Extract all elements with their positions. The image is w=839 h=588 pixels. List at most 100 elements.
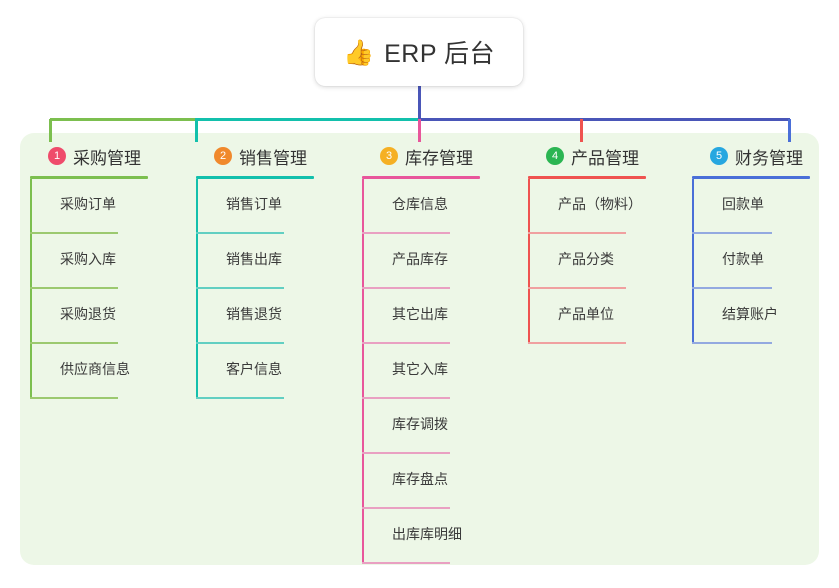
branch-item[interactable]: 库存盘点 xyxy=(362,454,480,509)
item-label: 仓库信息 xyxy=(392,195,448,212)
branch-item[interactable]: 库存调拨 xyxy=(362,399,480,454)
branch-item[interactable]: 产品库存 xyxy=(362,234,480,289)
branch-item[interactable]: 付款单 xyxy=(692,234,810,289)
branch-item[interactable]: 产品（物料） xyxy=(528,179,646,234)
branch-label: 采购管理 xyxy=(73,148,141,168)
item-label: 库存盘点 xyxy=(392,470,448,487)
branch-header-1[interactable]: 1 采购管理 xyxy=(30,143,148,169)
item-label: 回款单 xyxy=(722,195,764,212)
item-underline xyxy=(196,287,284,289)
item-label: 其它出库 xyxy=(392,305,448,322)
item-label: 采购退货 xyxy=(60,305,116,322)
branch-header-2[interactable]: 2 销售管理 xyxy=(196,143,314,169)
branch-number-badge: 1 xyxy=(48,147,66,165)
item-stem-line xyxy=(30,289,32,344)
item-stem-line xyxy=(196,289,198,344)
branch-column-4: 4 产品管理产品（物料） 产品分类产品单位 xyxy=(528,143,646,344)
branch-item[interactable]: 其它出库 xyxy=(362,289,480,344)
item-underline xyxy=(196,232,284,234)
item-underline xyxy=(692,287,772,289)
item-label: 产品库存 xyxy=(392,250,448,267)
branch-number-badge: 2 xyxy=(214,147,232,165)
item-label: 库存调拨 xyxy=(392,415,448,432)
item-underline xyxy=(528,232,626,234)
item-stem-line xyxy=(528,289,530,344)
item-underline xyxy=(362,452,450,454)
item-underline xyxy=(362,562,450,564)
branch-item[interactable]: 客户信息 xyxy=(196,344,314,399)
root-node-title: ERP 后台 xyxy=(384,40,496,68)
branch-item[interactable]: 结算账户 xyxy=(692,289,810,344)
item-stem-line xyxy=(362,344,364,399)
branch-item[interactable]: 采购退货 xyxy=(30,289,148,344)
item-underline xyxy=(30,397,118,399)
item-label: 销售出库 xyxy=(226,250,282,267)
branch-item[interactable]: 产品分类 xyxy=(528,234,646,289)
branch-item[interactable]: 其它入库 xyxy=(362,344,480,399)
item-label: 结算账户 xyxy=(722,305,778,322)
item-stem-line xyxy=(692,179,694,234)
item-label: 销售订单 xyxy=(226,195,282,212)
item-label: 产品分类 xyxy=(558,250,614,267)
item-underline xyxy=(528,287,626,289)
branch-item[interactable]: 供应商信息 xyxy=(30,344,148,399)
item-label: 产品（物料） xyxy=(558,195,642,212)
item-stem-line xyxy=(362,179,364,234)
item-stem-line xyxy=(362,234,364,289)
item-stem-line xyxy=(30,179,32,234)
item-stem-line xyxy=(30,344,32,399)
item-underline xyxy=(362,397,450,399)
branch-items: 采购订单采购入库采购退货供应商信息 xyxy=(30,179,148,399)
branch-item[interactable]: 销售订单 xyxy=(196,179,314,234)
branch-label: 销售管理 xyxy=(239,148,307,168)
item-label: 出库库明细 xyxy=(392,525,462,542)
branch-column-1: 1 采购管理采购订单采购入库采购退货供应商信息 xyxy=(30,143,148,399)
item-stem-line xyxy=(362,509,364,564)
item-underline xyxy=(528,342,626,344)
branch-items: 仓库信息产品库存其它出库其它入库库存调拨库存盘点出库库明细 xyxy=(362,179,480,564)
item-label: 供应商信息 xyxy=(60,360,130,377)
root-node[interactable]: 👍 ERP 后台 xyxy=(315,18,523,86)
item-label: 付款单 xyxy=(722,250,764,267)
branch-item[interactable]: 销售出库 xyxy=(196,234,314,289)
item-label: 销售退货 xyxy=(226,305,282,322)
branch-item[interactable]: 销售退货 xyxy=(196,289,314,344)
branch-label: 产品管理 xyxy=(571,148,639,168)
item-stem-line xyxy=(528,234,530,289)
branch-item[interactable]: 仓库信息 xyxy=(362,179,480,234)
branch-items: 回款单付款单结算账户 xyxy=(692,179,810,344)
item-underline xyxy=(362,287,450,289)
branch-underline xyxy=(528,176,646,179)
branch-item[interactable]: 出库库明细 xyxy=(362,509,480,564)
branch-number-badge: 5 xyxy=(710,147,728,165)
item-underline xyxy=(30,342,118,344)
branch-item[interactable]: 产品单位 xyxy=(528,289,646,344)
item-label: 产品单位 xyxy=(558,305,614,322)
item-stem-line xyxy=(692,234,694,289)
item-underline xyxy=(692,342,772,344)
item-stem-line xyxy=(196,179,198,234)
item-stem-line xyxy=(362,399,364,454)
branch-item[interactable]: 采购订单 xyxy=(30,179,148,234)
branch-item[interactable]: 回款单 xyxy=(692,179,810,234)
branches-panel xyxy=(20,133,819,565)
item-underline xyxy=(692,232,772,234)
item-label: 采购订单 xyxy=(60,195,116,212)
branch-header-4[interactable]: 4 产品管理 xyxy=(528,143,646,169)
item-stem-line xyxy=(362,289,364,344)
branch-item[interactable]: 采购入库 xyxy=(30,234,148,289)
item-stem-line xyxy=(692,289,694,344)
item-underline xyxy=(362,232,450,234)
branch-number-badge: 4 xyxy=(546,147,564,165)
branch-underline xyxy=(30,176,148,179)
thumbs-up-icon: 👍 xyxy=(342,37,375,67)
item-label: 采购入库 xyxy=(60,250,116,267)
branch-underline xyxy=(692,176,810,179)
item-stem-line xyxy=(30,234,32,289)
branch-column-2: 2 销售管理销售订单销售出库销售退货客户信息 xyxy=(196,143,314,399)
branch-underline xyxy=(362,176,480,179)
